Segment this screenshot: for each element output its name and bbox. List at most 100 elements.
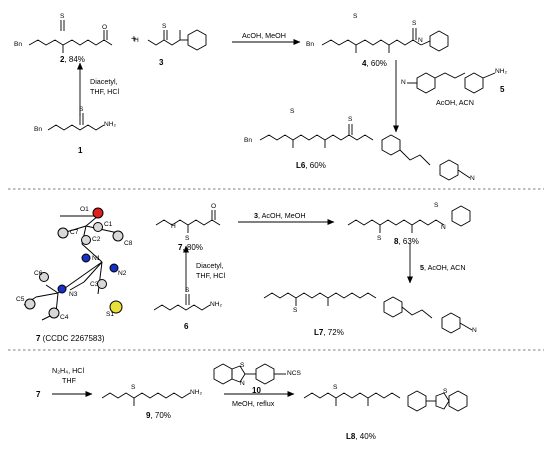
compound-10-structure xyxy=(213,363,286,385)
compound-4-structure xyxy=(321,28,449,53)
atom-C7 xyxy=(57,227,69,239)
arrow-9-to-L8-conditions: MeOH, reflux xyxy=(232,399,275,408)
atom-label: NH₂ xyxy=(104,121,117,128)
atom-label: S xyxy=(443,388,448,395)
compound-L8-label: L8, 40% xyxy=(346,432,376,441)
arrow-6-to-7-conditions-line2: THF, HCl xyxy=(196,271,226,280)
arrow-1-to-2-conditions-line2: THF, HCl xyxy=(90,87,120,96)
atom-O1 xyxy=(92,207,104,219)
crystal-atom-label: C5 xyxy=(16,296,25,303)
atom-label: H xyxy=(134,37,139,44)
atom-label: S xyxy=(353,13,358,20)
atom-label: O xyxy=(211,203,217,210)
atom-label: Bn xyxy=(306,41,315,48)
compound-1-structure xyxy=(47,113,105,131)
compound-3-structure xyxy=(147,29,207,51)
atom-C1 xyxy=(93,222,103,232)
atom-C2 xyxy=(81,235,91,245)
compound-7-structure xyxy=(155,210,221,233)
arrow-7-to-9-conditions-line1: N₂H₄, HCl xyxy=(52,366,85,375)
atom-label: S xyxy=(79,106,84,113)
atom-label: S xyxy=(348,116,353,123)
crystal-atom-label: C4 xyxy=(60,314,69,321)
atom-N2 xyxy=(109,263,119,273)
arrow-7-to-9-conditions-line2: THF xyxy=(62,376,76,385)
atom-N1 xyxy=(81,253,91,263)
crystal-structure-caption: 7 (CCDC 2267583) xyxy=(36,334,105,343)
atom-label: NCS xyxy=(287,370,301,377)
crystal-atom-label: O1 xyxy=(80,206,89,213)
compound-1-label: 1 xyxy=(78,146,83,155)
compound-L6-label: L6, 60% xyxy=(296,161,326,170)
atom-C4 xyxy=(48,307,60,319)
atom-label: Bn xyxy=(244,137,253,144)
compound-6-label: 6 xyxy=(184,322,189,331)
atom-C3 xyxy=(97,279,107,289)
crystal-atom-label: C7 xyxy=(70,229,79,236)
crystal-atom-label: N3 xyxy=(69,291,78,298)
compound-L6-structure xyxy=(259,124,471,181)
compound-6-structure xyxy=(153,294,211,311)
plus-sign: + xyxy=(131,34,137,45)
atom-label: N xyxy=(418,37,423,44)
arrow-4-to-L6-conditions: AcOH, ACN xyxy=(436,98,474,107)
compound-5-structure xyxy=(407,72,496,94)
compound-2-structure xyxy=(28,20,113,53)
compound-9-label: 9, 70% xyxy=(146,411,171,420)
compound-10-label: 10 xyxy=(252,386,261,395)
atom-label: S xyxy=(240,362,245,369)
arrow-1-to-2-conditions-line1: Diacetyl, xyxy=(90,77,118,86)
atom-label: H xyxy=(171,223,176,230)
compound-8-label: 8, 63% xyxy=(394,237,419,246)
atom-C8 xyxy=(112,230,124,242)
atom-label: S xyxy=(377,235,382,242)
atom-label: S xyxy=(131,384,136,391)
compound-7-label: 7, 80% xyxy=(178,243,203,252)
atom-S1 xyxy=(109,300,123,314)
atom-label: S xyxy=(162,23,167,30)
crystal-atom-label: N2 xyxy=(118,270,127,277)
compound-L8-structure xyxy=(303,390,468,412)
atom-C6 xyxy=(39,272,49,282)
atom-label: Bn xyxy=(14,41,23,48)
crystal-atom-label: C6 xyxy=(34,270,43,277)
arrow-2-to-4-conditions: AcOH, MeOH xyxy=(242,31,286,40)
compound-9-structure xyxy=(101,392,191,406)
compound-L7-structure xyxy=(263,292,473,334)
atom-label: S xyxy=(185,287,190,294)
atom-label: S xyxy=(185,235,190,242)
atom-label: NH₂ xyxy=(210,301,223,308)
arrow-8-to-L7-conditions: 5, AcOH, ACN xyxy=(420,263,466,272)
atom-label: NH₂ xyxy=(190,389,203,396)
compound-8-structure xyxy=(347,205,471,233)
atom-label: S xyxy=(60,13,65,20)
atom-label: S xyxy=(434,202,439,209)
crystal-atom-label: C8 xyxy=(124,240,133,247)
atom-label: S xyxy=(290,108,295,115)
atom-label: NH₂ xyxy=(495,68,508,75)
atom-label: S xyxy=(333,384,338,391)
arrow-7-to-8-conditions: 3, AcOH, MeOH xyxy=(254,211,306,220)
compound-L7-label: L7, 72% xyxy=(314,328,344,337)
compound-5-label: 5 xyxy=(500,85,505,94)
atom-label: N xyxy=(240,380,245,387)
crystal-atom-label: S1 xyxy=(106,311,115,318)
arrow-6-to-7-conditions-line1: Diacetyl, xyxy=(196,261,224,270)
atom-label: Bn xyxy=(34,126,43,133)
crystal-atom-label: N1 xyxy=(92,255,101,262)
atom-label: N xyxy=(472,327,477,334)
atom-N3 xyxy=(57,284,67,294)
reactant-7-label: 7 xyxy=(36,390,41,399)
crystal-atom-label: C3 xyxy=(90,281,99,288)
atom-label: N xyxy=(441,224,446,231)
crystal-atom-label: C1 xyxy=(104,221,113,228)
crystal-structure-7 xyxy=(23,207,124,321)
atom-label: S xyxy=(293,307,298,314)
compound-3-label: 3 xyxy=(159,58,164,67)
atom-label: N xyxy=(470,175,475,182)
atom-label: S xyxy=(412,20,417,27)
atom-label: O xyxy=(102,24,108,31)
compound-2-label: 2, 84% xyxy=(60,55,85,64)
crystal-atom-label: C2 xyxy=(92,236,101,243)
